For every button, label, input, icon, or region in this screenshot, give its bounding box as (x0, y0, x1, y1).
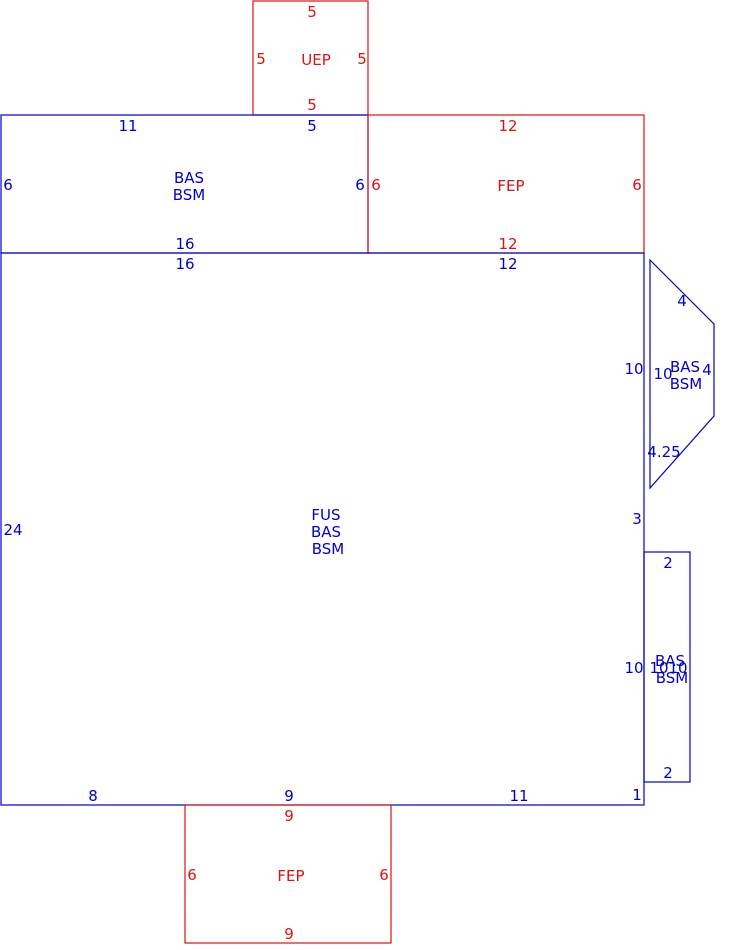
uep-dim-bottom: 5 (307, 96, 317, 114)
bas-top-dim-left: 6 (3, 176, 13, 194)
bas-top-code-2: BSM (173, 186, 206, 204)
uep-area: UEP 5 5 5 5 (252, 0, 369, 116)
bay-code-1: BAS (670, 358, 700, 376)
main-code-3: BSM (312, 540, 345, 558)
bay-dim-bottom: 4.25 (647, 443, 680, 461)
uep-dim-right: 5 (357, 50, 367, 68)
main-dim-top-right: 12 (498, 255, 517, 273)
main-dim-bottom-d: 1 (632, 786, 642, 804)
fep-top-dim-bottom: 12 (498, 235, 517, 253)
fep-top-code: FEP (497, 177, 524, 195)
bay-area: BAS BSM 4 10 4 4.25 (647, 258, 715, 490)
fep-bottom-dim-bottom: 9 (284, 925, 294, 943)
bay-dim-top: 4 (677, 292, 687, 310)
main-dim-left: 24 (3, 521, 22, 539)
fep-top-dim-left: 6 (371, 176, 381, 194)
main-dim-right-mid: 3 (632, 510, 642, 528)
bump-dim-top: 2 (663, 554, 673, 572)
bay-outline (649, 258, 715, 490)
bump-code-2: BSM (656, 669, 689, 687)
bas-top-area: BAS BSM 11 5 6 6 16 (0, 114, 369, 254)
main-dim-right-upper: 10 (624, 360, 643, 378)
bay-dim-right: 4 (702, 361, 712, 379)
main-dim-bottom-c: 11 (509, 787, 528, 805)
uep-dim-left: 5 (256, 50, 266, 68)
bas-top-dim-top-right: 5 (307, 117, 317, 135)
main-dim-bottom-b: 9 (284, 787, 294, 805)
fep-bottom-code: FEP (277, 867, 304, 885)
fep-bottom-outline (184, 804, 392, 944)
main-dim-bottom-a: 8 (88, 787, 98, 805)
main-dim-top-left: 16 (175, 255, 194, 273)
fep-top-dim-right: 6 (632, 176, 642, 194)
bump-dim-right: 10 (668, 659, 687, 677)
main-code-2: BAS (311, 523, 341, 541)
fep-bottom-dim-left: 6 (187, 866, 197, 884)
fep-top-dim-top: 12 (498, 117, 517, 135)
bump-outline (643, 551, 691, 783)
uep-dim-top: 5 (307, 3, 317, 21)
main-dim-right-lower: 10 (624, 659, 643, 677)
uep-code: UEP (301, 51, 331, 69)
bas-top-code-1: BAS (174, 169, 204, 187)
main-code-1: FUS (311, 506, 340, 524)
fep-top-area: FEP 12 6 6 12 (367, 114, 645, 254)
bump-area: BAS BSM 2 10 10 2 (643, 551, 691, 783)
bay-code-2: BSM (670, 375, 703, 393)
bay-dim-left: 10 (653, 365, 672, 383)
fep-bottom-area: FEP 9 6 6 9 (184, 804, 392, 944)
bump-code-1: BAS (655, 652, 685, 670)
bas-top-dim-right: 6 (355, 176, 365, 194)
bump-dim-bottom: 2 (663, 764, 673, 782)
fep-bottom-dim-right: 6 (379, 866, 389, 884)
bas-top-dim-top-left: 11 (118, 117, 137, 135)
bas-top-dim-bottom: 16 (175, 235, 194, 253)
fep-bottom-dim-top: 9 (284, 807, 294, 825)
main-area: FUS BAS BSM 16 12 24 10 3 10 8 9 11 1 (0, 252, 645, 806)
bump-dim-left: 10 (649, 659, 668, 677)
